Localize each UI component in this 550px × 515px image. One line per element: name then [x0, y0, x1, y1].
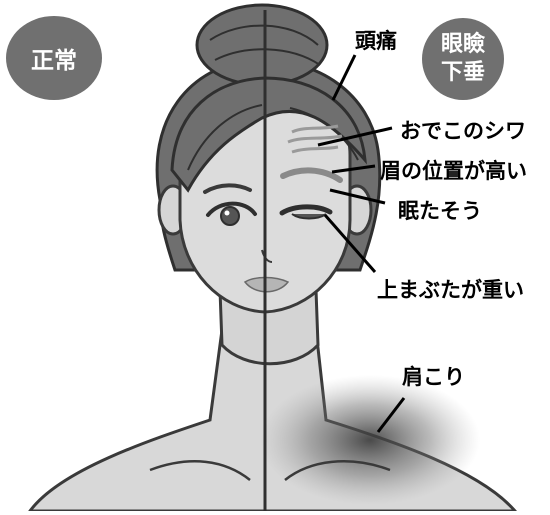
pointer-eyebrows [331, 164, 376, 174]
pointer-shoulders [376, 397, 406, 433]
normal-badge-label: 正常 [31, 48, 77, 74]
normal-badge: 正常 [6, 16, 102, 100]
label-stiff-shoulders: 肩こり [402, 365, 465, 389]
pointer-wrinkles [317, 126, 393, 147]
label-sleepy: 眠たそう [398, 199, 482, 223]
hair-bun [195, 3, 329, 87]
ptosis-badge-line2: 下垂 [440, 60, 485, 85]
ptosis-badge-line1: 眼瞼 [440, 32, 485, 57]
shoulder-shade [260, 375, 480, 505]
pointer-eyelids [323, 214, 377, 273]
label-forehead-wrinkles: おでこのシワ [400, 119, 526, 143]
label-heavy-eyelids: 上まぶたが重い [377, 278, 524, 302]
label-high-eyebrows: 眉の位置が高い [380, 159, 527, 183]
pointer-sleepy [329, 188, 386, 205]
pointer-headache [331, 54, 357, 101]
ptosis-badge: 眼瞼 下垂 [422, 18, 504, 100]
label-headache: 頭痛 [355, 29, 397, 53]
